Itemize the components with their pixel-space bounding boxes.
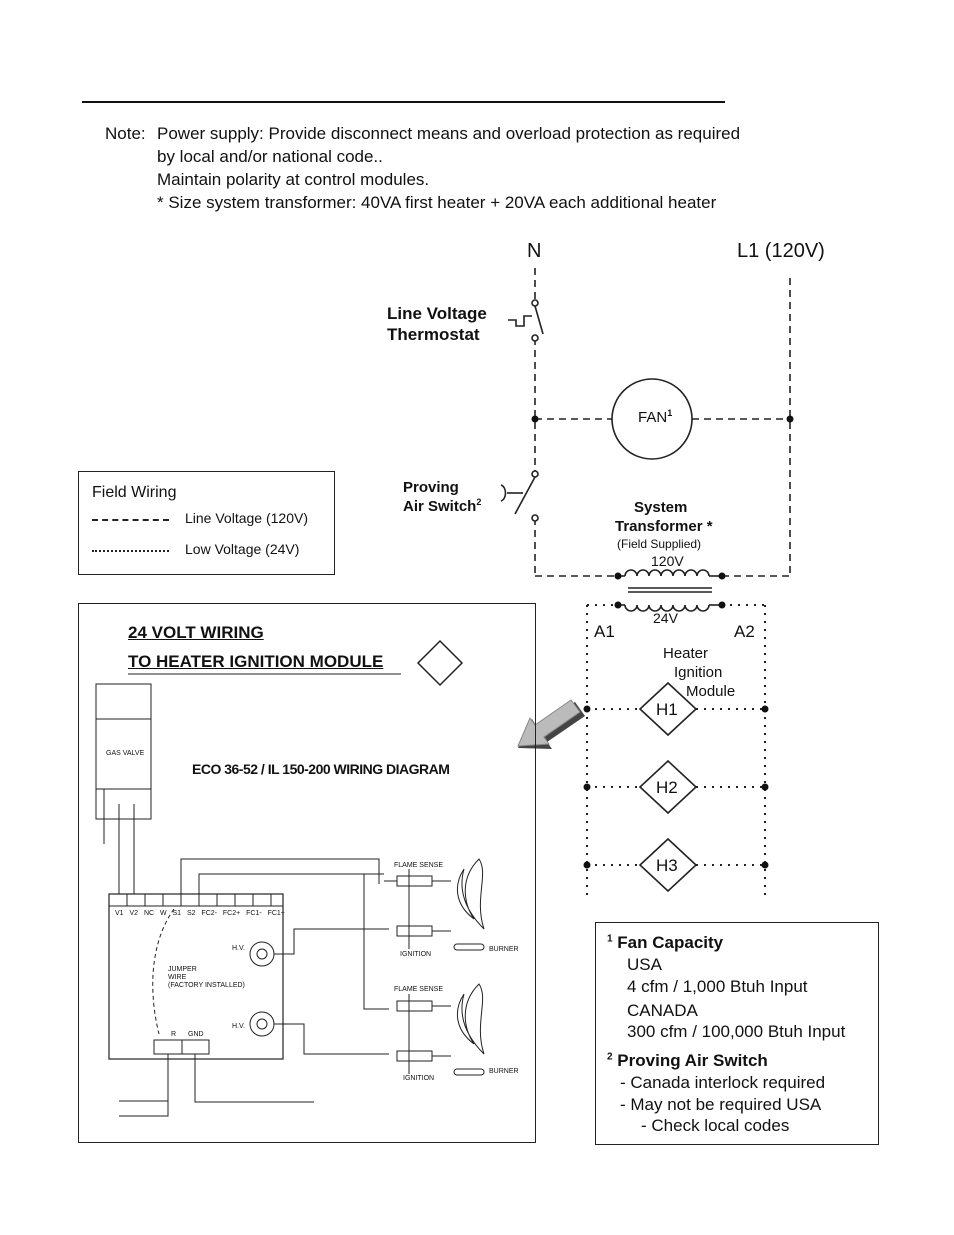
note-line-1: Power supply: Provide disconnect means a… — [157, 124, 741, 143]
legend-title: Field Wiring — [92, 484, 177, 501]
heater-h1-label: H1 — [656, 700, 678, 719]
fan-circle — [611, 378, 693, 460]
usa-label: USA — [627, 955, 662, 974]
transformer-primary: 120V — [651, 553, 684, 569]
air-switch-symbol — [500, 470, 539, 522]
neutral-label: N — [527, 240, 542, 262]
heater-h3-label: H3 — [656, 856, 678, 875]
fan-label: FAN1 — [638, 408, 673, 426]
terminal-v1: V1 — [115, 910, 124, 917]
terminal-a1: A1 — [594, 622, 615, 641]
fan-capacity-title: 1 Fan Capacity — [607, 933, 724, 952]
note-line-3: Maintain polarity at control modules. — [157, 170, 430, 189]
wiring-diagram-title: ECO 36-52 / IL 150-200 WIRING DIAGRAM — [192, 761, 450, 777]
note-prefix: Note: — [105, 124, 146, 143]
gas-valve-label: GAS VALVE — [106, 750, 145, 757]
top-rule — [82, 101, 725, 103]
terminal-fc2-neg: FC2- — [201, 910, 217, 917]
line-label: L1 (120V) — [737, 240, 825, 262]
ignition-module-label-3: Module — [686, 683, 736, 700]
wiring-box-title-1: 24 VOLT WIRING — [128, 623, 264, 642]
line-voltage-wires — [534, 268, 791, 577]
note-line-2: by local and/or national code.. — [157, 147, 383, 166]
thermostat-label-1: Line Voltage — [387, 304, 487, 323]
terminal-fc1-pos: FC1+ — [267, 910, 285, 917]
jumper-label-1: JUMPER — [168, 966, 197, 973]
field-wiring-legend: Field Wiring Line Voltage (120V) Low Vol… — [78, 471, 335, 575]
transformer-symbol — [618, 569, 722, 612]
wiring-box-svg — [95, 639, 485, 1117]
ignition-label-2: IGNITION — [403, 1075, 435, 1082]
air-switch-title: 2 Proving Air Switch — [607, 1051, 768, 1070]
wiring-box: 24 VOLT WIRING TO HEATER IGNITION MODULE… — [78, 603, 536, 1143]
terminal-s2: S2 — [186, 910, 196, 917]
legend-line-voltage: Line Voltage (120V) — [185, 510, 308, 526]
burner-label-1: BURNER — [489, 946, 519, 953]
canada-label: CANADA — [627, 1001, 698, 1020]
terminal-v2: V2 — [129, 910, 139, 917]
legend-dot-swatch — [92, 550, 169, 552]
heater-h3-diamond — [638, 837, 698, 893]
terminal-fc1-neg: FC1- — [246, 910, 262, 917]
hv-label-2: H.V. — [232, 1023, 245, 1030]
junction-dots — [531, 415, 794, 869]
switch-note-1: - Canada interlock required — [620, 1073, 826, 1092]
air-switch-label-1: Proving — [403, 479, 459, 496]
module-diamond-icon — [416, 639, 464, 687]
legend-low-voltage: Low Voltage (24V) — [185, 541, 300, 557]
usa-value: 4 cfm / 1,000 Btuh Input — [627, 977, 808, 996]
pointer-arrow — [517, 699, 585, 749]
thermostat-label-2: Thermostat — [387, 325, 480, 344]
transformer-label-3: (Field Supplied) — [617, 537, 702, 551]
terminal-fc2-pos: FC2+ — [222, 910, 241, 917]
low-voltage-wires — [586, 604, 766, 900]
ignition-label-1: IGNITION — [400, 951, 432, 958]
air-switch-label-2: Air Switch2 — [403, 497, 482, 515]
jumper-label-3: (FACTORY INSTALLED) — [168, 982, 245, 989]
terminal-s1: S1 — [172, 910, 182, 917]
terminal-row: V1 V2 NC W S1 S2 FC2- FC2+ FC1- FC1+ — [115, 910, 285, 917]
gnd-label: GND — [188, 1031, 204, 1038]
footnotes-box: 1 Fan Capacity USA 4 cfm / 1,000 Btuh In… — [595, 922, 879, 1145]
transformer-label-1: System — [634, 499, 688, 516]
switch-note-2: - May not be required USA — [620, 1095, 822, 1114]
canada-value: 300 cfm / 100,000 Btuh Input — [627, 1022, 846, 1041]
terminal-w: W — [159, 910, 167, 917]
terminal-a2: A2 — [734, 622, 755, 641]
transformer-secondary: 24V — [653, 610, 678, 626]
heater-h2-label: H2 — [656, 778, 678, 797]
flame-sense-label-2: FLAME SENSE — [394, 986, 444, 993]
heater-h1-diamond — [638, 681, 698, 737]
thermostat-switch-symbol — [508, 299, 544, 342]
wiring-box-title-2: TO HEATER IGNITION MODULE — [128, 652, 384, 671]
terminal-nc: NC — [143, 910, 155, 917]
hv-label-1: H.V. — [232, 945, 245, 952]
ignition-module-label-2: Ignition — [674, 664, 723, 681]
switch-note-3: - Check local codes — [641, 1116, 790, 1135]
note-line-4: * Size system transformer: 40VA first he… — [157, 193, 717, 212]
burner-label-2: BURNER — [489, 1068, 519, 1075]
ignition-module-label-1: Heater — [663, 645, 709, 662]
heater-h2-diamond — [638, 759, 698, 815]
jumper-label-2: WIRE — [168, 974, 187, 981]
legend-dash-swatch — [92, 519, 169, 521]
flame-sense-label-1: FLAME SENSE — [394, 862, 444, 869]
transformer-label-2: Transformer * — [615, 518, 713, 535]
r-label: R — [171, 1031, 177, 1038]
